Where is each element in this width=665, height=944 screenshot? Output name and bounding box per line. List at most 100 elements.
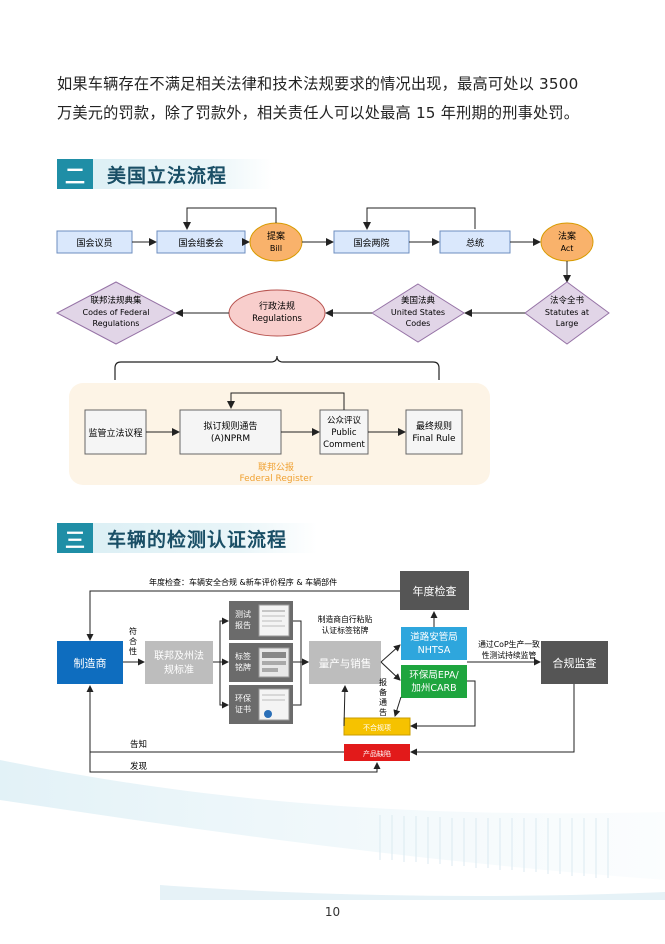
label-plate-label-2: 铭牌 [235, 662, 251, 672]
arrow [380, 644, 401, 663]
compliance-label: 合规监查 [553, 656, 597, 670]
conform-label-1: 符 [129, 626, 137, 636]
federal-register-label-en: Federal Register [239, 474, 312, 484]
legislation-flow-diagram: 国会议员 国会组委会 提案 Bill 国会两院 总统 法案 Act 法令全书 S… [55, 207, 610, 485]
mass-production-label: 量产与销售 [319, 657, 372, 670]
document-thumbnail [258, 604, 290, 637]
nprm-label-en: (A)NPRM [211, 434, 250, 444]
arrow [293, 620, 309, 666]
arrow [393, 696, 402, 717]
nhtsa-box [401, 627, 467, 660]
epa-label-2: 加州CARB [411, 683, 456, 694]
arrow [213, 617, 229, 663]
bill-label-en: Bill [270, 244, 282, 253]
defect-label: 产品缺陷 [363, 749, 391, 758]
annual-check-note: 年度检查：车辆安全合规 &新车评价程序 & 车辆部件 [149, 577, 337, 587]
section-title: 美国立法流程 [107, 164, 228, 187]
arrow [410, 680, 476, 730]
label-plate-label-1: 标签 [235, 651, 251, 661]
test-report-label-1: 测试 [235, 609, 251, 619]
arrow [341, 685, 349, 727]
fed-state-label-2: 规标准 [164, 663, 194, 676]
notify-arrow [86, 685, 344, 753]
statutes-diamond [524, 281, 610, 345]
epa-label-1: 环保局EPA/ [409, 669, 459, 681]
filing-label-4: 告 [379, 707, 387, 717]
final-rule-label-cn: 最终规则 [416, 420, 452, 432]
section-header-certification: 三 车辆的检测认证流程 [57, 523, 317, 553]
arrow [293, 662, 302, 706]
background-swoosh [160, 885, 665, 900]
arrow [380, 661, 401, 681]
committee-label: 国会组委会 [178, 237, 223, 249]
epa-box [401, 665, 467, 698]
test-report-label-2: 报告 [235, 620, 251, 630]
bill-ellipse [249, 222, 303, 262]
comment-label-cn: 公众评议 [327, 416, 362, 426]
intro-line-2: 万美元的罚款，除了罚款外，相关责任人可以处最高 15 年刑期的刑事处罚。 [57, 104, 580, 122]
certificate-thumbnail [258, 688, 290, 721]
bill-label-cn: 提案 [267, 230, 285, 242]
annual-check-box [400, 571, 469, 610]
arrow [219, 662, 229, 709]
self-label-text-1: 制造商自行粘贴 [318, 614, 373, 624]
manufacturer-box [57, 641, 123, 684]
usc-label-en-1: United States [391, 308, 445, 317]
comment-label-en-1: Public [331, 428, 356, 438]
defect-box [344, 744, 410, 761]
oversight-label: 监管立法议程 [88, 427, 142, 439]
label-thumbnail [258, 647, 290, 678]
background-swoosh [0, 760, 665, 880]
both-houses-label: 国会两院 [353, 237, 389, 249]
nhtsa-label-2: NHTSA [418, 645, 451, 656]
usc-label-en-2: Codes [406, 319, 431, 328]
section-number: 三 [57, 523, 93, 553]
loop-arrow [227, 392, 345, 410]
final-rule-box [405, 409, 463, 455]
cfr-label-en-2: Regulations [93, 319, 140, 328]
loop-arrow [363, 207, 476, 230]
certification-flow-diagram: 年度检查：车辆安全合规 &新车评价程序 & 车辆部件 年度检查 制造商 符 合 … [0, 571, 665, 900]
annual-check-arrow [86, 590, 400, 641]
section-title: 车辆的检测认证流程 [107, 528, 288, 551]
conform-label-2: 合 [129, 636, 137, 646]
fed-state-label-1: 联邦及州法 [154, 649, 204, 662]
annual-check-label: 年度检查 [413, 584, 457, 598]
intro-paragraph: 如果车辆存在不满足相关法律和技术法规要求的情况出现，最高可处以 3500 万美元… [57, 70, 617, 128]
usc-label-cn: 美国法典 [401, 295, 436, 306]
cfr-diamond [55, 281, 177, 345]
loop-arrow [183, 207, 277, 230]
regulations-label-en: Regulations [252, 314, 302, 324]
statutes-label-en-2: Large [556, 319, 579, 328]
congress-member-label: 国会议员 [76, 237, 112, 249]
filing-label-2: 备 [379, 687, 387, 697]
mass-production-box [309, 641, 381, 684]
intro-line-1: 如果车辆存在不满足相关法律和技术法规要求的情况出现，最高可处以 3500 [57, 75, 579, 93]
conform-label-3: 性 [129, 646, 137, 656]
filing-label-1: 报 [379, 677, 387, 687]
comment-label-en-2: Comment [323, 440, 365, 450]
section-number: 二 [57, 159, 93, 189]
cop-text-2: 性测试持续监管 [482, 650, 537, 660]
filing-label-3: 通 [379, 697, 387, 707]
section-header-legislation: 二 美国立法流程 [57, 159, 272, 189]
act-ellipse [540, 222, 594, 262]
notify-label: 告知 [130, 739, 147, 750]
act-label-en: Act [561, 244, 574, 253]
statutes-label-cn: 法令全书 [550, 295, 585, 306]
comment-box [319, 409, 369, 455]
self-label-text-2: 认证标签铭牌 [322, 625, 369, 635]
eco-cert-label-2: 证书 [235, 704, 251, 714]
president-label: 总统 [466, 237, 484, 249]
brace [114, 355, 440, 380]
regulations-ellipse [228, 289, 326, 337]
cop-text-1: 通过CoP生产一致 [478, 639, 540, 649]
eco-cert-label-1: 环保 [235, 693, 251, 703]
federal-register-label-cn: 联邦公报 [258, 461, 294, 473]
cfr-label-en-1: Codes of Federal [83, 308, 150, 317]
usc-diamond [371, 283, 465, 343]
oversight-box [84, 409, 147, 455]
final-rule-label-en: Final Rule [412, 434, 456, 444]
nonconform-label: 不合规项 [363, 723, 391, 732]
act-label-cn: 法案 [558, 230, 576, 242]
